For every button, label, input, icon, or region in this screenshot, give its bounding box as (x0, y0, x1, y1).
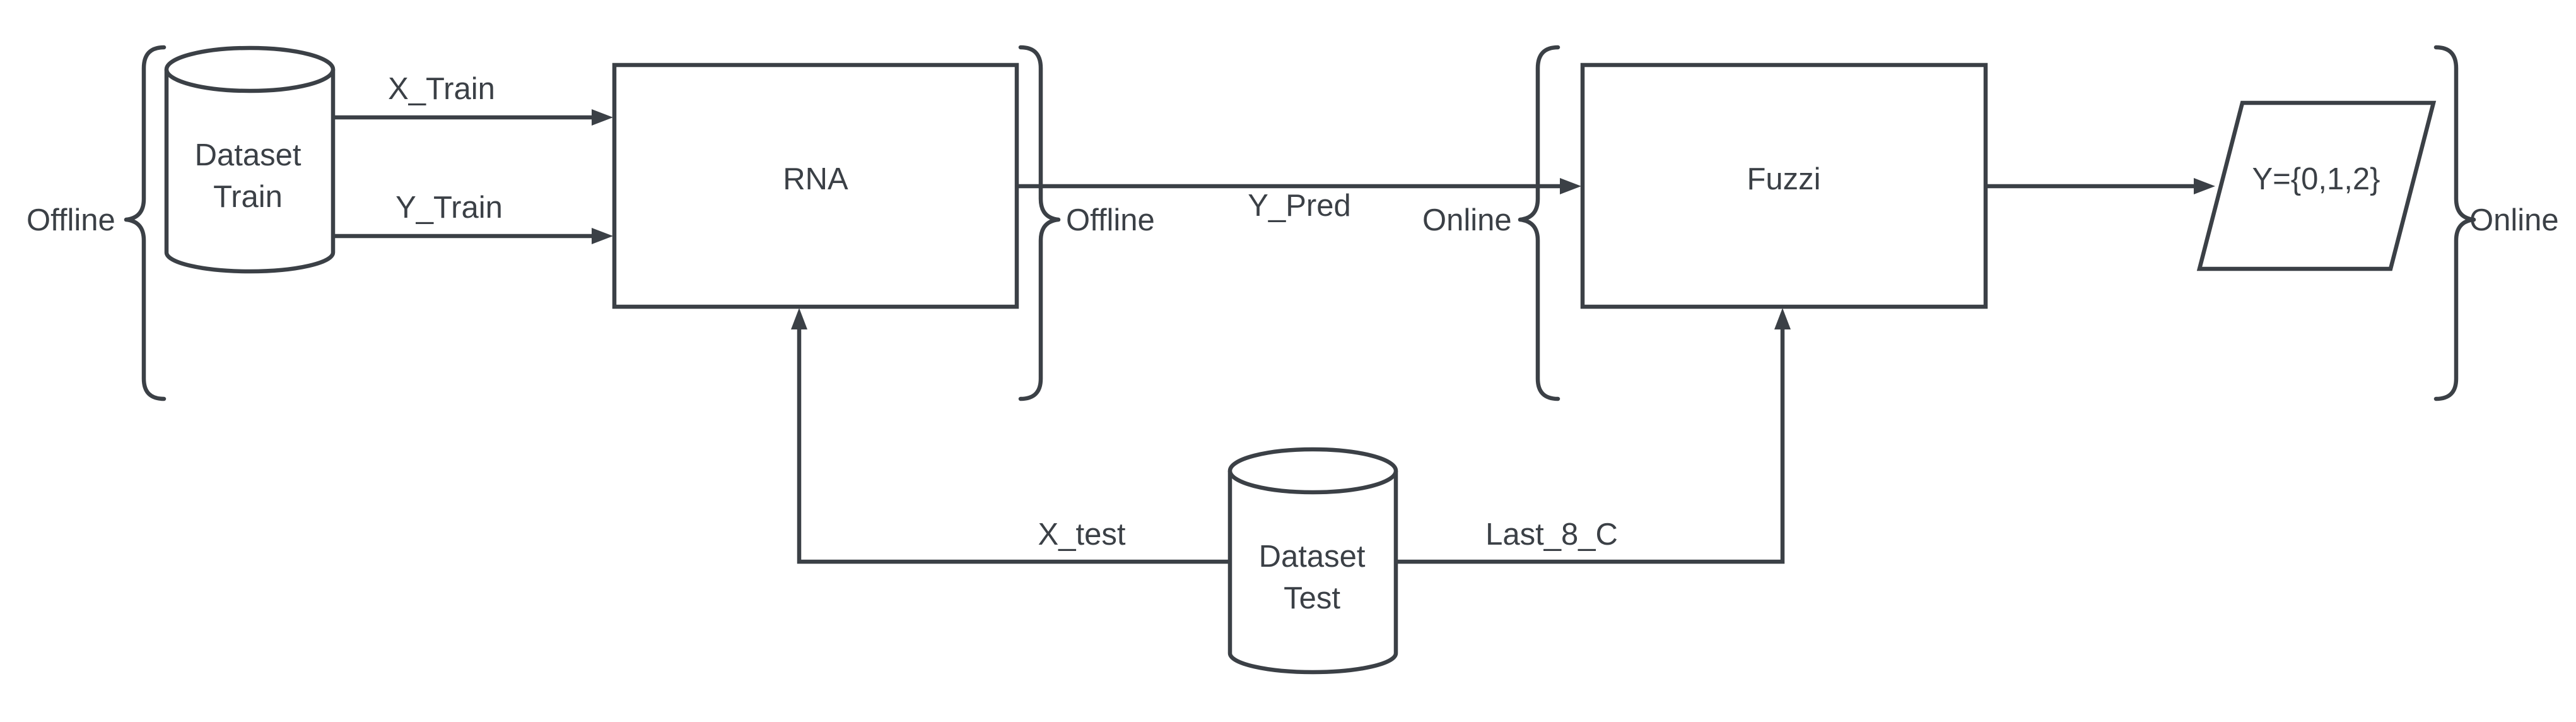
arrowhead-icon (592, 228, 613, 244)
edge-label-last-8-c: Last_8_C (1485, 518, 1618, 552)
node-rna: RNA (612, 62, 1019, 309)
brace-label-online-left: Online (1422, 203, 1512, 237)
dataset-test-line1: Dataset (1259, 540, 1366, 574)
dataset-test-line2: Test (1284, 581, 1340, 615)
rna-label: RNA (783, 162, 848, 196)
edge-label-x-test: X_test (1038, 518, 1126, 552)
arrowhead-icon (1774, 308, 1791, 329)
brace-label-online-right: Online (2469, 203, 2559, 237)
dataset-train-line1: Dataset (195, 138, 302, 172)
dataset-train-line2: Train (213, 180, 283, 214)
arrowhead-icon (1560, 178, 1581, 194)
arrowhead-icon (592, 109, 613, 126)
edge-label-y-train: Y_Train (395, 191, 503, 225)
arrowhead-icon (791, 308, 807, 329)
edge-y-pred (1017, 178, 1581, 194)
brace-label-offline-right: Offline (1066, 203, 1155, 237)
node-dataset-test: Dataset Test (1227, 447, 1398, 675)
edge-label-y-pred: Y_Pred (1248, 189, 1350, 223)
brace-offline-left (124, 45, 167, 401)
edge-label-x-train: X_Train (388, 72, 495, 106)
node-output: Y={0,1,2} (2196, 100, 2437, 271)
brace-label-offline-left: Offline (26, 203, 115, 237)
edge-last-8-c (1396, 308, 1791, 564)
brace-offline-right (1018, 45, 1061, 401)
brace-online-right (2433, 45, 2476, 401)
fuzzi-label: Fuzzi (1747, 162, 1820, 196)
node-fuzzi: Fuzzi (1580, 62, 1988, 309)
brace-online-left (1518, 45, 1560, 401)
edge-x-test (791, 308, 1230, 564)
edge-y-train (333, 228, 613, 244)
node-dataset-train: Dataset Train (164, 45, 336, 274)
edge-x-train (333, 109, 613, 126)
edge-fuzzi-output (1986, 178, 2215, 194)
output-label: Y={0,1,2} (2252, 162, 2380, 196)
arrowhead-icon (2194, 178, 2215, 194)
